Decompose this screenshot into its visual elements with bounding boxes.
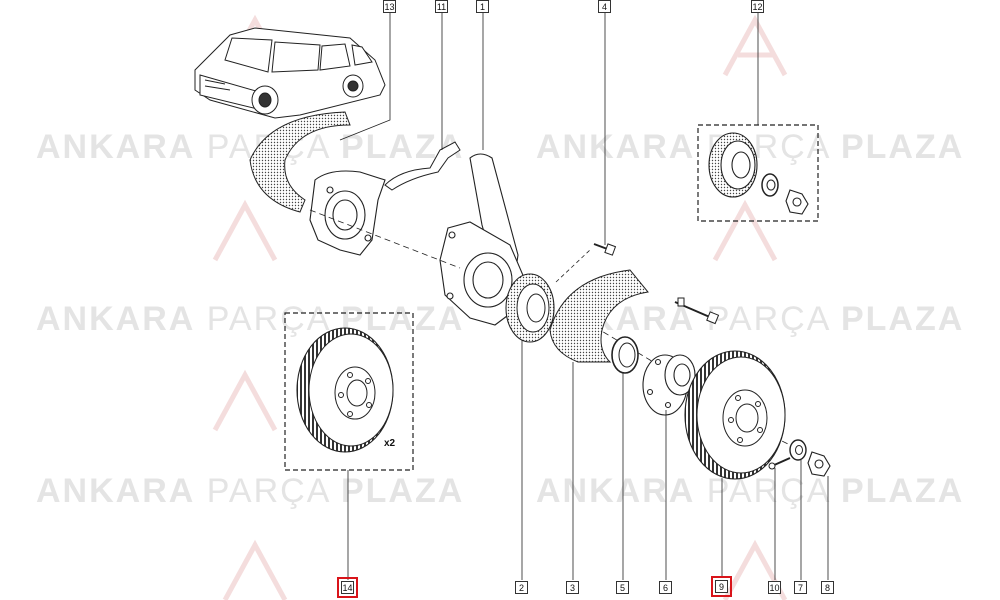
dust-shield-13 xyxy=(249,111,351,213)
watermark-logo xyxy=(722,14,788,77)
callout-9: 9 xyxy=(711,576,732,597)
abs-sensor-11 xyxy=(384,141,461,191)
callout-13: 13 xyxy=(383,0,396,13)
shield-bolt xyxy=(674,297,720,325)
callout-4: 4 xyxy=(598,0,611,13)
callout-11: 11 xyxy=(435,0,448,13)
callout-5: 5 xyxy=(616,581,629,594)
callout-14: 14 xyxy=(337,577,358,598)
watermark-logo xyxy=(212,199,278,262)
callout-7: 7 xyxy=(794,581,807,594)
nut-8 xyxy=(807,451,831,477)
vehicle-illustration xyxy=(194,27,386,119)
callout-12: 12 xyxy=(751,0,764,13)
callout-10: 10 xyxy=(768,581,781,594)
watermark-logo xyxy=(712,199,778,262)
watermark: ANKARA PARÇA PLAZA xyxy=(36,472,465,510)
callout-6: 6 xyxy=(659,581,672,594)
watermark-logo xyxy=(212,369,278,432)
bolt-4 xyxy=(593,243,617,256)
bearing-kit-12 xyxy=(708,132,809,215)
wheel-bearing-2 xyxy=(505,273,555,343)
steering-knuckle-left xyxy=(309,170,386,256)
callout-2: 2 xyxy=(515,581,528,594)
seal-ring-5 xyxy=(611,336,639,374)
callout-3: 3 xyxy=(566,581,579,594)
brake-disc-14 xyxy=(296,327,394,453)
watermark: ANKARA PARÇA PLAZA xyxy=(36,300,465,338)
washer-7 xyxy=(789,439,807,461)
callout-8: 8 xyxy=(821,581,834,594)
dust-shield-3 xyxy=(549,269,649,363)
screw-10 xyxy=(768,457,791,470)
watermark-logo xyxy=(222,539,288,600)
brake-disc-9 xyxy=(684,350,786,480)
kit-box-14 xyxy=(284,312,414,471)
watermark: ANKARA PARÇA PLAZA xyxy=(536,472,965,510)
leader-lines xyxy=(339,12,829,580)
quantity-note: x2 xyxy=(384,438,396,449)
wheel-hub-6 xyxy=(642,354,696,416)
steering-knuckle-center xyxy=(439,221,526,326)
callout-1: 1 xyxy=(476,0,489,13)
